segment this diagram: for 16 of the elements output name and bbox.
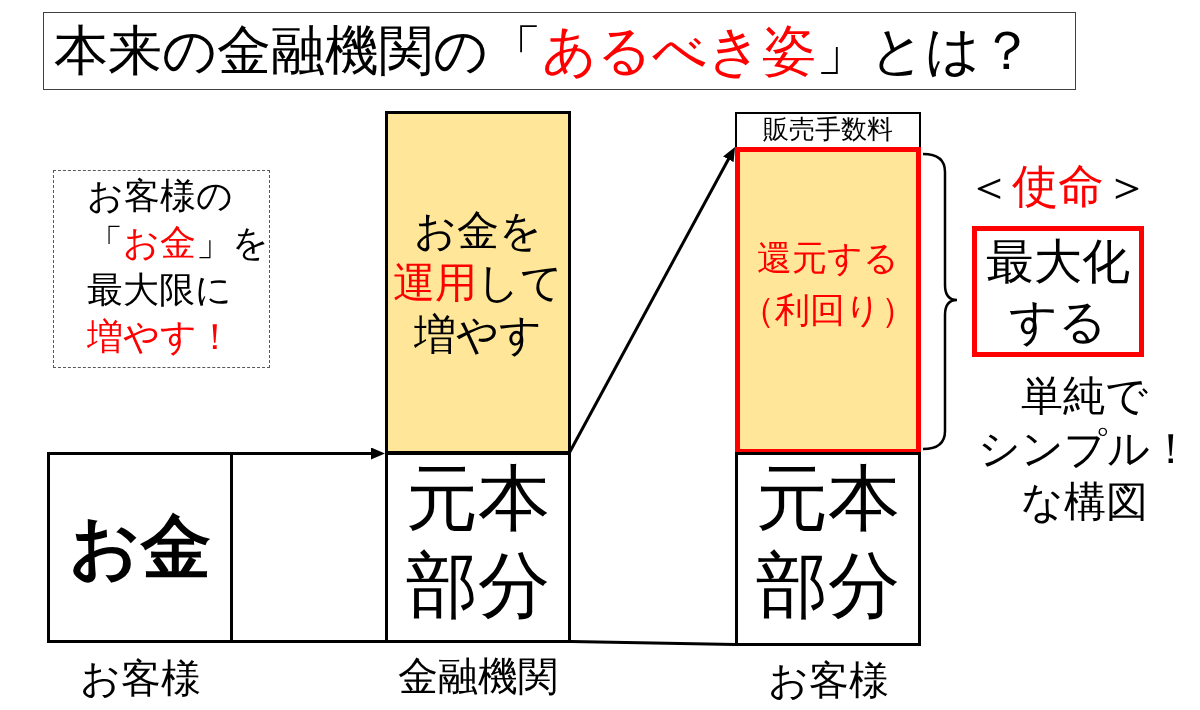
column-label: お客様: [78, 654, 202, 702]
investment-box: お金を運用して増やす: [385, 111, 571, 454]
note-text: 単純でシンプル！な構図: [977, 370, 1192, 528]
connector-line: [233, 640, 385, 643]
title-box: 本来の金融機関の「あるべき姿」とは？: [43, 12, 1076, 90]
money-box: お金: [47, 452, 233, 643]
principal-box: 元本部分: [385, 452, 571, 643]
connector-line: [570, 640, 736, 646]
return-box: 還元する（利回り）: [735, 147, 921, 454]
mission-box: 最大化する: [972, 226, 1144, 357]
heading-text: ＜使命＞: [964, 160, 1151, 212]
arrow: [233, 447, 385, 460]
principal-box: 元本部分: [735, 452, 921, 646]
column-label: 金融機関: [397, 652, 559, 700]
column-label: お客様: [766, 656, 890, 704]
note-box: お客様の「お金」を最大限に増やす！: [53, 170, 270, 368]
